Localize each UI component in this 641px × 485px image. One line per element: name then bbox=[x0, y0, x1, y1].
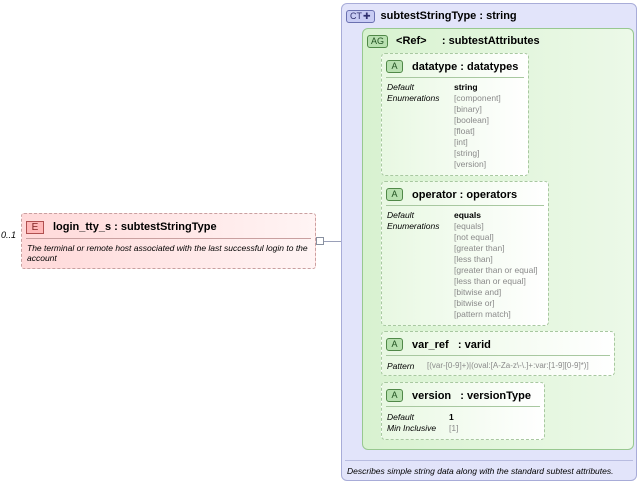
attribute-datatype[interactable]: A datatype : datatypes Default Enumerati… bbox=[381, 53, 529, 176]
default-value: string bbox=[454, 82, 478, 92]
min-inclusive-label: Min Inclusive bbox=[387, 423, 437, 433]
default-label: Default bbox=[387, 82, 414, 92]
attribute-var-ref[interactable]: A var_ref : varid Pattern [(var-[0-9]+)|… bbox=[381, 331, 615, 376]
default-label: Default bbox=[387, 210, 414, 220]
enum-item: [bitwise and] bbox=[454, 287, 502, 297]
attribute-group-header: AG <Ref> : subtestAttributes bbox=[367, 33, 540, 49]
default-value: 1 bbox=[449, 412, 454, 422]
enum-item: [greater than or equal] bbox=[454, 265, 538, 275]
attribute-badge-icon: A bbox=[386, 188, 403, 201]
enum-item: [not equal] bbox=[454, 232, 494, 242]
complex-type-header: CT ✚ subtestStringType : string bbox=[346, 8, 517, 24]
enumerations-label: Enumerations bbox=[387, 93, 440, 103]
enum-item: [version] bbox=[454, 159, 487, 169]
attribute-group-title: <Ref> : subtestAttributes bbox=[396, 35, 540, 47]
enum-item: [boolean] bbox=[454, 115, 489, 125]
enum-item: [component] bbox=[454, 93, 501, 103]
attribute-title: var_ref : varid bbox=[412, 338, 491, 351]
attribute-header: A var_ref : varid bbox=[386, 337, 491, 352]
pattern-label: Pattern bbox=[387, 361, 415, 371]
plus-icon: ✚ bbox=[363, 10, 371, 21]
enum-item: [float] bbox=[454, 126, 475, 136]
attribute-header: A operator : operators bbox=[386, 187, 517, 202]
min-inclusive-value: [1] bbox=[449, 423, 459, 433]
attribute-badge-icon: A bbox=[386, 389, 403, 402]
default-value: equals bbox=[454, 210, 481, 220]
attribute-title: operator : operators bbox=[412, 188, 518, 201]
complex-type-title: subtestStringType : string bbox=[380, 10, 517, 22]
attribute-header: A datatype : datatypes bbox=[386, 59, 518, 74]
attribute-version[interactable]: A version : versionType Default Min Incl… bbox=[381, 382, 545, 440]
enum-item: [int] bbox=[454, 137, 468, 147]
attribute-title: datatype : datatypes bbox=[412, 60, 519, 73]
enum-item: [bitwise or] bbox=[454, 298, 495, 308]
element-documentation: The terminal or remote host associated w… bbox=[27, 243, 308, 263]
enum-item: [less than or equal] bbox=[454, 276, 526, 286]
element-divider bbox=[26, 238, 311, 239]
default-label: Default bbox=[387, 412, 414, 422]
attribute-operator[interactable]: A operator : operators Default Enumerati… bbox=[381, 181, 549, 326]
collapse-toggle-icon[interactable] bbox=[316, 237, 324, 245]
attribute-divider bbox=[386, 355, 610, 356]
complex-type-divider bbox=[345, 460, 633, 461]
element-title: login_tty_s : subtestStringType bbox=[53, 221, 217, 233]
complex-type-badge-icon: CT ✚ bbox=[346, 9, 375, 23]
enum-item: [pattern match] bbox=[454, 309, 511, 319]
attribute-badge-icon: A bbox=[386, 60, 403, 73]
occurrence-label: 0..1 bbox=[1, 230, 17, 240]
attribute-divider bbox=[386, 205, 544, 206]
element-header: E login_tty_s : subtestStringType bbox=[26, 219, 217, 235]
attribute-badge-icon: A bbox=[386, 338, 403, 351]
enum-item: [greater than] bbox=[454, 243, 505, 253]
complex-type-documentation: Describes simple string data along with … bbox=[347, 466, 614, 476]
complex-type-badge-label: CT bbox=[350, 10, 362, 21]
pattern-value: [(var-[0-9]+)|(oval:[A-Za-z\-\.]+:var:[1… bbox=[427, 361, 589, 370]
element-box[interactable]: E login_tty_s : subtestStringType The te… bbox=[21, 213, 316, 269]
enum-item: [string] bbox=[454, 148, 480, 158]
attribute-divider bbox=[386, 406, 540, 407]
attribute-title: version : versionType bbox=[412, 389, 532, 402]
enum-item: [binary] bbox=[454, 104, 482, 114]
attribute-group-badge-icon: AG bbox=[367, 34, 389, 48]
attribute-divider bbox=[386, 77, 524, 78]
enum-item: [equals] bbox=[454, 221, 484, 231]
enumerations-label: Enumerations bbox=[387, 221, 440, 231]
element-badge-icon: E bbox=[26, 220, 44, 234]
attribute-header: A version : versionType bbox=[386, 388, 531, 403]
enum-item: [less than] bbox=[454, 254, 493, 264]
